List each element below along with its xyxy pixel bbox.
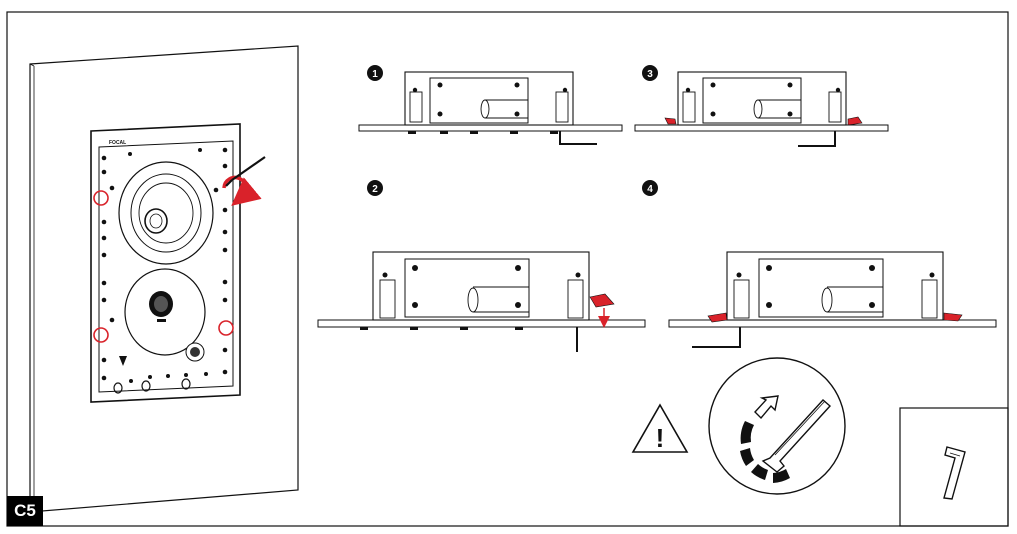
page-border — [6, 11, 1009, 527]
push-arrow-icon — [754, 395, 779, 420]
warning-triangle-icon: ! — [631, 403, 689, 453]
panel-number-2: 2 — [372, 184, 378, 195]
panel-number-1: 1 — [372, 69, 378, 80]
clamp-highlight-upper-left — [93, 190, 109, 206]
panel-3: 3 — [634, 65, 889, 147]
upper-driver — [118, 161, 214, 265]
panel-1: 1 — [358, 65, 623, 145]
hex-key-icon — [943, 446, 966, 500]
brand-logo: FOCAL — [109, 140, 126, 146]
wall-panel — [29, 45, 299, 513]
wall-speaker-illustration: FOCAL — [29, 45, 299, 513]
panel-number-4: 4 — [647, 184, 653, 195]
brand-mark — [119, 356, 127, 366]
clockwise-rotate-icon — [222, 175, 262, 206]
clamp-highlight-lower-right — [218, 320, 234, 336]
step-label: C5 — [7, 496, 43, 526]
panel-4: 4 — [642, 180, 997, 348]
clamp-highlight-lower-left — [93, 327, 109, 343]
tool-box — [899, 407, 1009, 527]
panel-2: 2 — [317, 180, 646, 352]
rotation-detail — [708, 357, 846, 495]
panel-number-3: 3 — [647, 69, 653, 80]
warning-symbol: ! — [656, 423, 665, 453]
hex-key-in-detail — [761, 399, 832, 473]
